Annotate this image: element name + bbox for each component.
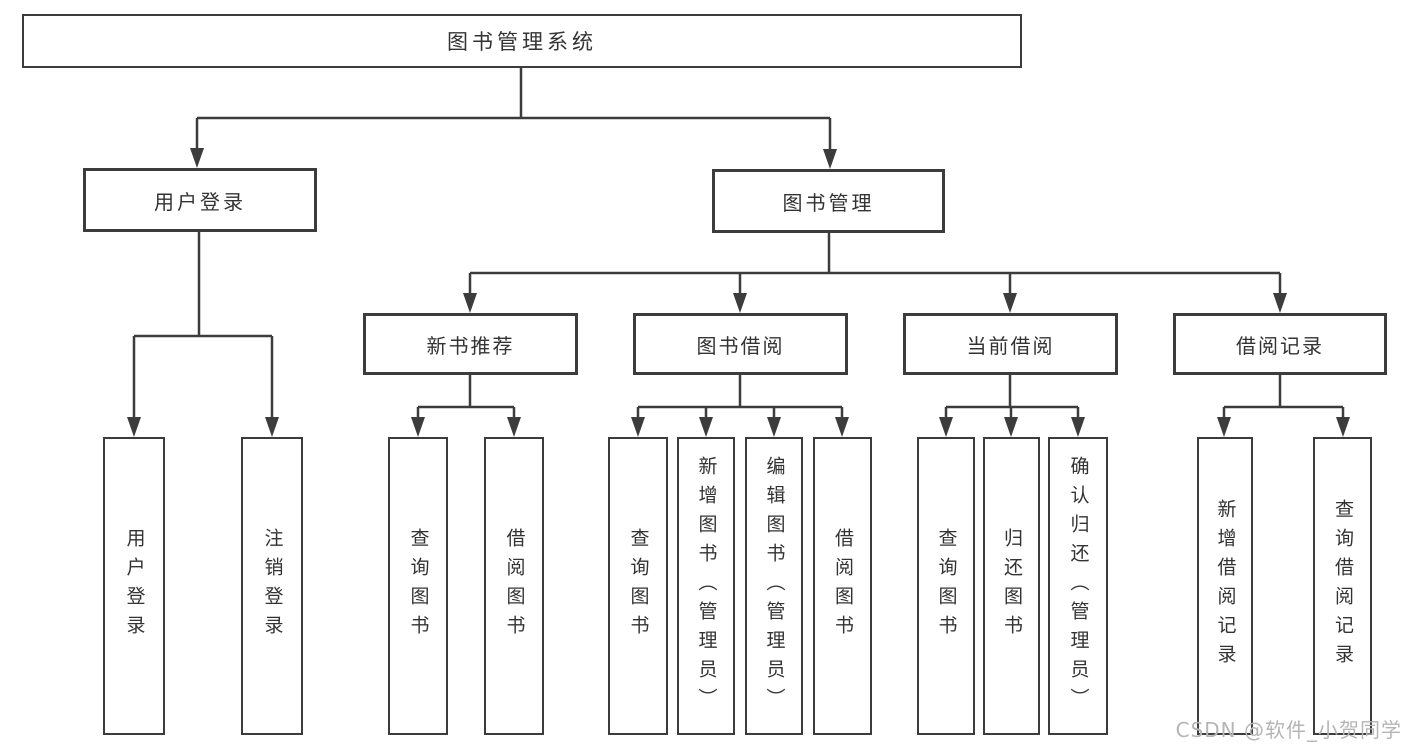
node-label: 用户登录 [154,189,246,214]
node-label: 借阅图书 [832,528,854,644]
node-label: 当前借阅 [966,333,1055,358]
node-leaf-query-books-borrowing: 查询图书 [608,437,668,735]
node-leaf-edit-books-admin: 编辑图书（管理员） [745,437,803,735]
node-borrowing-records: 借阅记录 [1173,313,1387,375]
node-leaf-query-books-recommend: 查询图书 [388,437,448,735]
node-label: 查询借阅记录 [1332,499,1354,673]
node-leaf-return-books: 归还图书 [983,437,1040,735]
node-label: 编辑图书（管理员） [763,455,786,717]
node-book-management: 图书管理 [712,169,945,233]
node-book-borrowing: 图书借阅 [633,313,848,375]
node-leaf-add-borrow-record: 新增借阅记录 [1197,437,1253,735]
node-label: 新增图书（管理员） [695,455,718,717]
node-user-login: 用户登录 [83,168,317,232]
node-label: 归还图书 [1001,528,1023,644]
node-leaf-confirm-return-admin: 确认归还（管理员） [1048,437,1108,735]
node-leaf-borrow-books-recommend: 借阅图书 [484,437,544,735]
arrowheads [127,148,1350,437]
node-leaf-query-borrow-record: 查询借阅记录 [1313,437,1372,735]
node-label: 新增借阅记录 [1214,499,1237,673]
node-leaf-query-books-current: 查询图书 [917,437,975,735]
node-current-borrowing: 当前借阅 [903,313,1118,375]
node-label: 确认归还（管理员） [1067,455,1090,717]
node-label: 借阅记录 [1236,333,1324,358]
node-root-system: 图书管理系统 [22,14,1022,68]
node-label: 查询图书 [935,528,958,644]
node-label: 图书管理 [782,190,875,215]
node-label: 图书借阅 [696,333,785,358]
node-label: 用户登录 [123,528,146,644]
csdn-watermark: CSDN @软件_小贺同学 [1175,718,1402,742]
node-label: 查询图书 [407,528,430,644]
node-label: 新书推荐 [426,333,515,358]
node-label: 借阅图书 [503,528,526,644]
node-label: 查询图书 [627,528,650,644]
node-label: 注销登录 [261,528,284,644]
node-leaf-borrow-books-borrowing: 借阅图书 [813,437,872,735]
node-leaf-add-books-admin: 新增图书（管理员） [677,437,735,735]
node-leaf-user-login: 用户登录 [103,437,165,735]
node-leaf-logout: 注销登录 [241,437,303,735]
node-new-book-recommend: 新书推荐 [363,313,578,375]
node-label: 图书管理系统 [447,30,597,54]
